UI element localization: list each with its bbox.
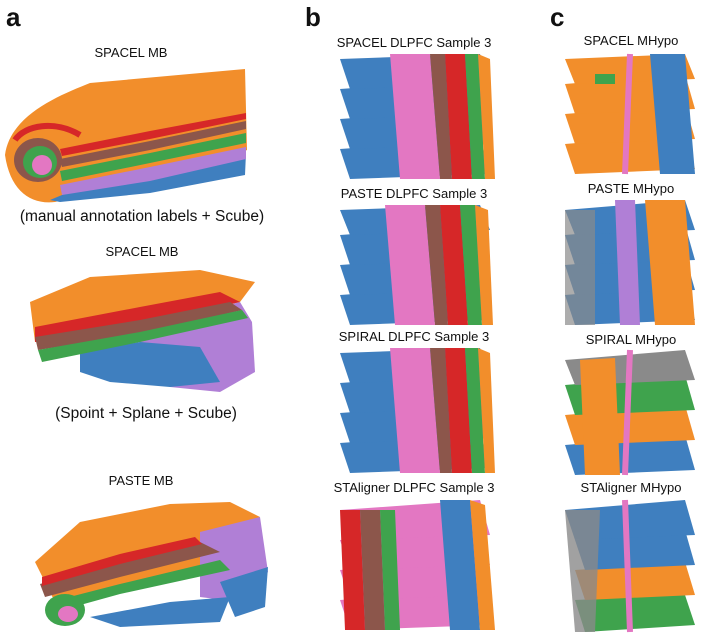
pink-midline xyxy=(622,499,633,633)
panel-letter-a: a xyxy=(6,2,21,32)
volume-blue-base xyxy=(90,597,230,627)
gray-layer xyxy=(565,510,600,632)
red-layer xyxy=(440,205,468,325)
c-plot3-stack xyxy=(565,349,695,476)
pink-midline xyxy=(622,349,633,476)
volume-red-band xyxy=(42,537,202,586)
green-layer xyxy=(380,510,400,630)
pink-layer xyxy=(390,348,440,473)
a-plot2-volume xyxy=(30,270,255,392)
pink-midline xyxy=(622,53,633,175)
brown-layer xyxy=(360,510,385,630)
orange-layer xyxy=(580,358,620,475)
volume-green-band xyxy=(60,133,246,181)
a-plot2-subtitle: (Spoint + Splane + Scube) xyxy=(55,405,237,422)
orange-layer xyxy=(478,54,495,179)
green-layer xyxy=(460,205,482,325)
red-layer xyxy=(340,510,365,630)
green-layer xyxy=(595,74,615,84)
green-layer xyxy=(465,54,485,179)
pink-layer xyxy=(385,205,435,325)
volume-red-edge xyxy=(12,122,82,142)
c-plot2-title: PASTE MHypo xyxy=(587,181,675,196)
volume-red-band xyxy=(60,113,246,156)
b-plot3-stack xyxy=(340,348,495,473)
panel-letter-b: b xyxy=(305,2,321,32)
pink-layer xyxy=(390,54,440,179)
b-plot3-title: SPIRAL DLPFC Sample 3 xyxy=(338,329,490,344)
brown-layer xyxy=(430,348,452,473)
volume-blue-side xyxy=(80,342,220,387)
orange-layer xyxy=(478,348,495,473)
gray-layer xyxy=(565,210,595,325)
a-plot3-volume xyxy=(35,502,268,627)
b-plot2-title: PASTE DLPFC Sample 3 xyxy=(340,186,488,201)
volume-purple-band xyxy=(60,147,246,195)
orange-layer xyxy=(470,500,495,630)
slice-2 xyxy=(575,530,695,570)
a-plot1-volume xyxy=(5,69,247,203)
a-plot3-title: PASTE MB xyxy=(108,473,174,488)
a-plot2-title: SPACEL MB xyxy=(105,244,179,259)
purple-layer xyxy=(615,200,640,325)
slice-stack xyxy=(565,53,695,175)
orange-layer xyxy=(475,205,493,325)
a-plot1-title: SPACEL MB xyxy=(94,45,168,60)
b-plot1-title: SPACEL DLPFC Sample 3 xyxy=(336,35,492,50)
slice-stack xyxy=(565,499,695,633)
a-plot1-subtitle: (manual annotation labels + Scube) xyxy=(19,208,265,225)
red-layer xyxy=(445,54,472,179)
slice-stack xyxy=(565,200,695,325)
c-plot4-stack xyxy=(565,499,695,633)
red-layer xyxy=(445,348,472,473)
volume-brown-band xyxy=(35,302,242,350)
b-plot2-stack xyxy=(340,205,493,325)
blue-layer xyxy=(650,54,695,174)
c-plot1-title: SPACEL MHypo xyxy=(583,33,679,48)
slice-stack xyxy=(340,205,493,325)
c-plot3-title: SPIRAL MHypo xyxy=(585,332,677,347)
volume-green-band xyxy=(50,560,230,612)
green-layer xyxy=(465,348,485,473)
panel-letter-c: c xyxy=(550,2,565,32)
volume-pink-core xyxy=(32,155,52,175)
volume-blue-side xyxy=(220,567,268,617)
volume-brown-band xyxy=(60,121,246,167)
volume-green-band xyxy=(38,310,248,362)
b-plot4-title: STAligner DLPFC Sample 3 xyxy=(333,480,495,495)
slice-stack xyxy=(340,54,495,179)
volume-brown-band xyxy=(40,542,220,597)
brown-layer xyxy=(430,54,452,179)
volume-pink-core xyxy=(58,606,78,622)
b-plot1-stack xyxy=(340,54,495,179)
slice-stack xyxy=(340,348,495,473)
slice-stack xyxy=(565,349,695,476)
c-plot2-stack xyxy=(565,200,695,325)
slice-3 xyxy=(575,562,695,600)
b-plot4-stack xyxy=(340,500,495,630)
brown-layer xyxy=(425,205,448,325)
c-plot1-stack xyxy=(565,53,695,175)
c-plot4-title: STAligner MHypo xyxy=(580,480,682,495)
slice-stack xyxy=(340,500,495,630)
orange-layer xyxy=(645,200,695,325)
slice-4 xyxy=(575,595,695,632)
blue-layer xyxy=(440,500,480,630)
